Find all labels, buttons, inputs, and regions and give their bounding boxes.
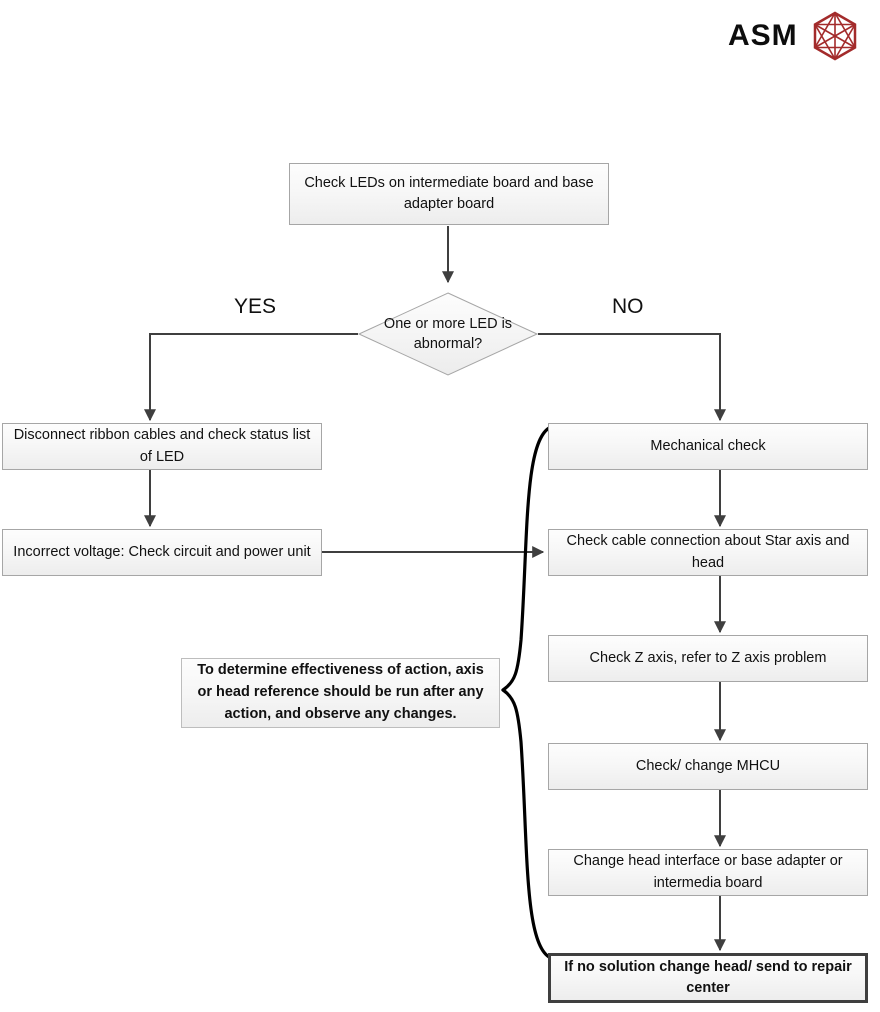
node-check-leds[interactable]: Check LEDs on intermediate board and bas…: [289, 163, 609, 225]
node-mechanical-check-label: Mechanical check: [650, 437, 766, 454]
node-check-z-axis[interactable]: Check Z axis, refer to Z axis problem: [548, 635, 868, 682]
node-incorrect-voltage[interactable]: Incorrect voltage: Check circuit and pow…: [2, 529, 322, 576]
node-check-change-mhcu[interactable]: Check/ change MHCU: [548, 743, 868, 790]
asm-wordmark: ASM: [728, 19, 798, 52]
edge-decision-yes: [144, 333, 358, 422]
brace-upper-half: [501, 426, 551, 692]
node-no-solution-repair-center-label: If no solution change head/ send to repa…: [564, 958, 852, 996]
node-disconnect-ribbon-cables[interactable]: Disconnect ribbon cables and check statu…: [2, 423, 322, 470]
node-disconnect-ribbon-cables-label: Disconnect ribbon cables and check statu…: [13, 427, 311, 465]
node-check-cable-connection[interactable]: Check cable connection about Star axis a…: [548, 529, 868, 576]
decision-label: One or more LED is abnormal?: [383, 315, 513, 352]
note-effectiveness-of-action: To determine effectiveness of action, ax…: [181, 658, 500, 728]
node-check-cable-connection-label: Check cable connection about Star axis a…: [566, 533, 850, 571]
node-check-z-axis-label: Check Z axis, refer to Z axis problem: [589, 649, 827, 666]
node-no-solution-repair-center[interactable]: If no solution change head/ send to repa…: [548, 953, 868, 1003]
node-decision-led-abnormal[interactable]: One or more LED is abnormal?: [357, 292, 539, 376]
node-incorrect-voltage-label: Incorrect voltage: Check circuit and pow…: [13, 543, 311, 560]
decision-diamond-shape: [357, 292, 539, 376]
edge-decision-no: [538, 333, 726, 422]
node-mechanical-check[interactable]: Mechanical check: [548, 423, 868, 470]
brace-lower-half: [501, 688, 551, 959]
branch-label-no: NO: [612, 295, 644, 318]
asm-logo: ASM: [728, 8, 870, 64]
asm-hexagon-logo-icon: [813, 11, 856, 61]
node-check-leds-label: Check LEDs on intermediate board and bas…: [304, 174, 594, 212]
branch-label-yes: YES: [234, 295, 277, 318]
note-effectiveness-of-action-label: To determine effectiveness of action, ax…: [197, 662, 484, 722]
node-check-change-mhcu-label: Check/ change MHCU: [635, 757, 781, 774]
node-change-head-interface[interactable]: Change head interface or base adapter or…: [548, 849, 868, 896]
node-change-head-interface-label: Change head interface or base adapter or…: [573, 853, 843, 891]
